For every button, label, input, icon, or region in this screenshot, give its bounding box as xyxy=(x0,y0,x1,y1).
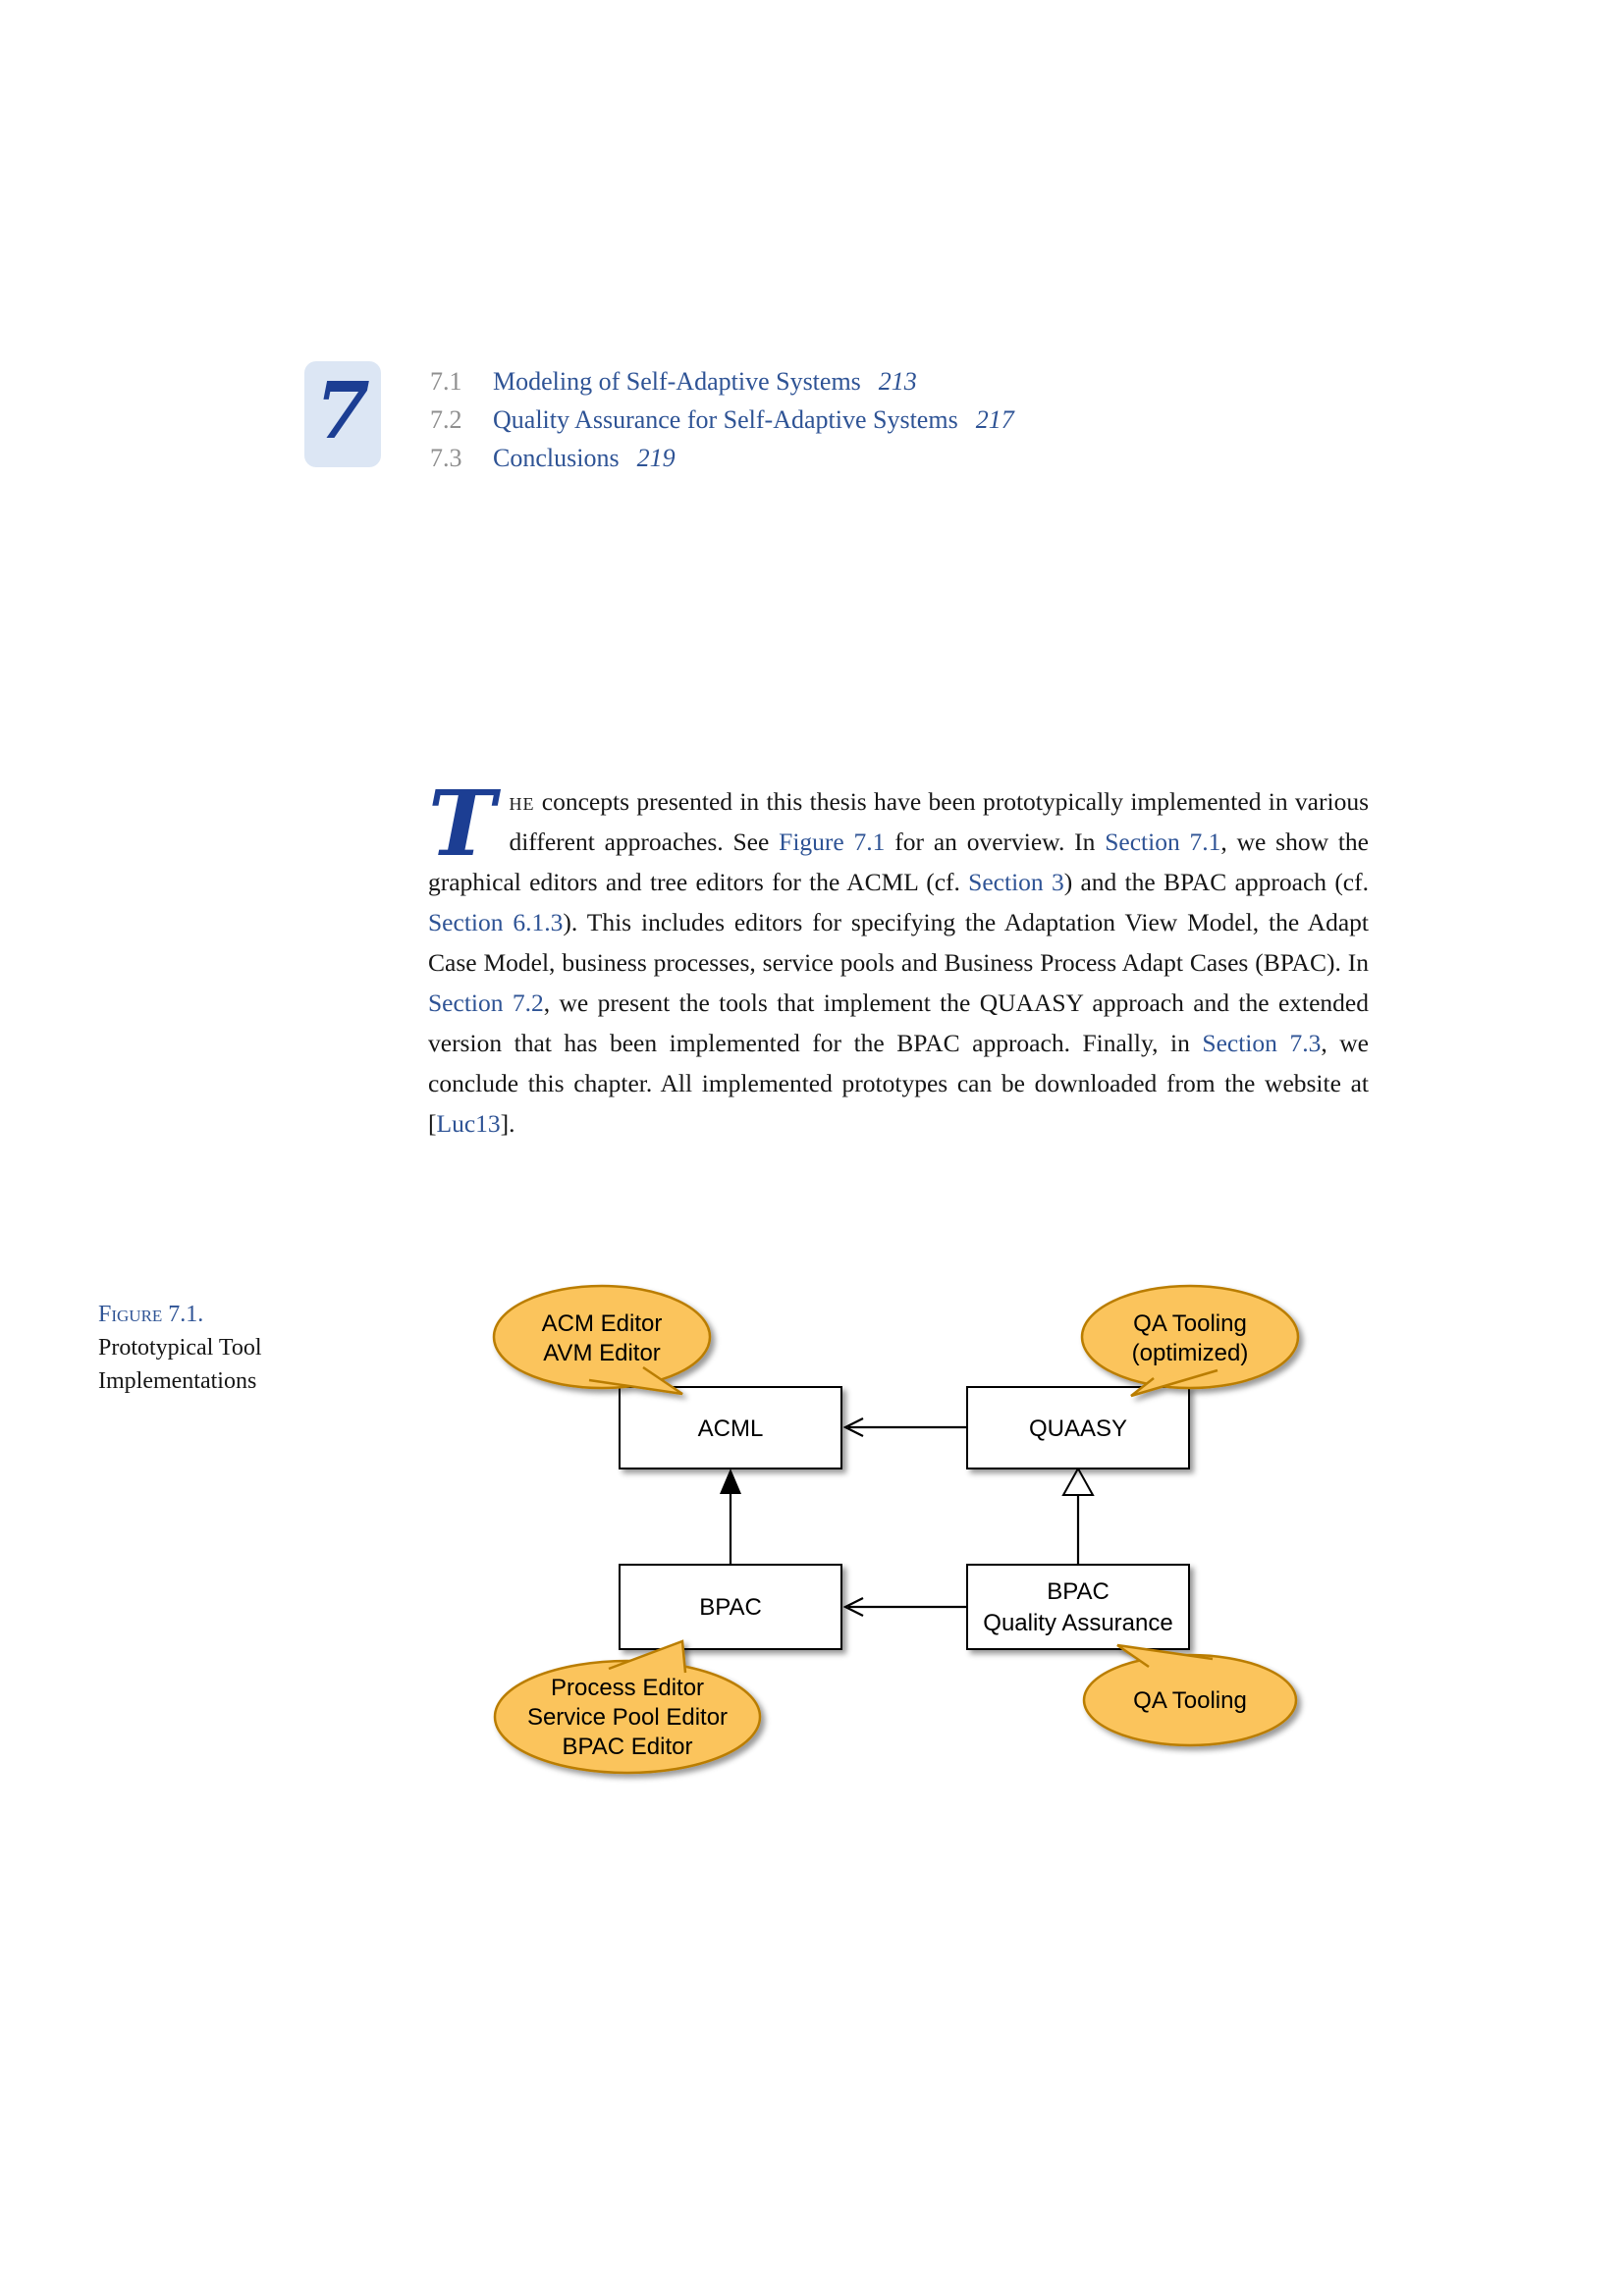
section-ref-link[interactable]: Section 7.1 xyxy=(1105,828,1221,856)
body-text: , we show the graphical editors and tree… xyxy=(428,828,1370,896)
node-bpac-qa: BPAC Quality Assurance xyxy=(966,1564,1190,1650)
node-acml: ACML xyxy=(619,1386,842,1469)
callout-qa-tooling-bubble xyxy=(1082,1643,1298,1747)
body-text: concepts presented in this thesis have b… xyxy=(509,787,1369,856)
body-text: ]. xyxy=(500,1109,515,1138)
callout-acm-editor-label: AVM Editor xyxy=(543,1340,661,1366)
body-text: , we present the tools that implement th… xyxy=(428,988,1369,1057)
body-text: ) and the BPAC approach (cf. xyxy=(1063,868,1369,896)
toc-title-link[interactable]: Quality Assurance for Self-Adaptive Syst… xyxy=(493,405,958,434)
figure-caption-text: Prototypical Tool xyxy=(98,1335,262,1361)
body-text: ). This includes editors for specifying … xyxy=(428,908,1369,977)
callout-acm-editor-label: ACM Editor xyxy=(542,1310,663,1337)
callout-process-editor-label: BPAC Editor xyxy=(563,1734,693,1760)
lead-smallcaps: he xyxy=(509,787,535,816)
citation-link[interactable]: Luc13 xyxy=(436,1109,501,1138)
figure-diagram: ACML QUAASY BPAC BPAC Quality Assurance … xyxy=(492,1284,1300,1775)
callout-qa-tooling-optimized-bubble xyxy=(1080,1284,1300,1398)
node-bpac-qa-box xyxy=(966,1564,1190,1650)
toc-page-number[interactable]: 213 xyxy=(878,367,917,396)
node-bpac: BPAC xyxy=(619,1564,842,1650)
callout-ellipse xyxy=(1080,1284,1300,1390)
callout-tail xyxy=(1130,1368,1218,1398)
toc-number: 7.1 xyxy=(430,367,462,396)
section-ref-link[interactable]: Section 7.3 xyxy=(1202,1029,1322,1057)
figure-caption-text: Implementations xyxy=(98,1368,257,1394)
toc-number: 7.3 xyxy=(430,444,462,472)
toc-page-number[interactable]: 219 xyxy=(636,444,676,472)
callout-qa-tooling-optimized-label: QA Tooling xyxy=(1133,1310,1247,1337)
chapter-number-box: 7 xyxy=(304,361,381,467)
body-text: for an overview. In xyxy=(885,828,1106,856)
toc-page-number[interactable]: 217 xyxy=(975,405,1014,434)
node-bpac-qa-label: BPAC xyxy=(1047,1578,1110,1605)
node-quaasy: QUAASY xyxy=(966,1386,1190,1469)
section-ref-link[interactable]: Section 3 xyxy=(968,868,1064,896)
toc-title-link[interactable]: Modeling of Self-Adaptive Systems xyxy=(493,367,861,396)
diagram-arrows xyxy=(729,1417,1080,1617)
callout-process-editor-label: Process Editor xyxy=(551,1675,704,1701)
node-bpac-box xyxy=(619,1564,842,1650)
node-acml-box xyxy=(619,1386,842,1469)
open-arrowhead-icon xyxy=(842,1597,864,1617)
figure-ref-link[interactable]: Figure 7.1 xyxy=(779,828,886,856)
node-quaasy-box xyxy=(966,1386,1190,1469)
toc-number: 7.2 xyxy=(430,405,462,434)
node-quaasy-label: QUAASY xyxy=(1029,1415,1127,1442)
node-acml-label: ACML xyxy=(698,1415,764,1442)
open-arrowhead-icon xyxy=(842,1417,864,1437)
toc-entry: 7.1 Modeling of Self-Adaptive Systems 21… xyxy=(430,367,1014,405)
node-bpac-qa-label: Quality Assurance xyxy=(983,1610,1172,1636)
chapter-toc: 7.1 Modeling of Self-Adaptive Systems 21… xyxy=(430,367,1014,482)
filled-arrowhead-icon xyxy=(720,1468,741,1494)
callout-process-editor-bubble xyxy=(493,1639,762,1775)
callout-tail xyxy=(1116,1643,1214,1669)
body-text: , we conclude this chapter. All implemen… xyxy=(428,1029,1369,1138)
callout-tail xyxy=(608,1639,687,1674)
section-ref-link[interactable]: Section 6.1.3 xyxy=(428,908,564,936)
chapter-number: 7 xyxy=(315,364,370,456)
figure-caption-label: Figure 7.1. xyxy=(98,1302,204,1327)
callout-acm-editor-bubble xyxy=(492,1284,712,1396)
drop-cap: T xyxy=(428,771,496,877)
toc-entry: 7.2 Quality Assurance for Self-Adaptive … xyxy=(430,405,1014,444)
callout-ellipse xyxy=(492,1284,712,1390)
node-bpac-label: BPAC xyxy=(699,1594,762,1621)
callout-qa-tooling-optimized-label: (optimized) xyxy=(1132,1340,1249,1366)
section-ref-link[interactable]: Section 7.2 xyxy=(428,988,544,1017)
generalization-arrowhead-icon xyxy=(1061,1466,1095,1496)
callout-process-editor-label: Service Pool Editor xyxy=(527,1704,728,1731)
figure-caption: Figure 7.1. Prototypical Tool Implementa… xyxy=(98,1298,334,1398)
toc-entry: 7.3 Conclusions 219 xyxy=(430,444,1014,482)
toc-title-link[interactable]: Conclusions xyxy=(493,444,620,472)
callout-qa-tooling-label: QA Tooling xyxy=(1133,1687,1247,1714)
callout-tail xyxy=(588,1365,683,1396)
